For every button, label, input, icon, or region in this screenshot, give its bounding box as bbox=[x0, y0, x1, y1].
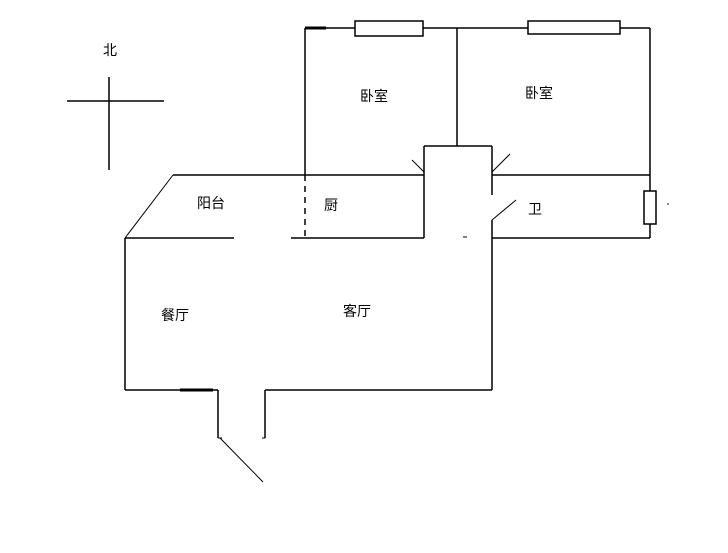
living-dining-walls bbox=[124, 238, 492, 392]
marker-dot bbox=[667, 203, 669, 205]
room-label-bathroom: 卫 bbox=[528, 202, 542, 218]
window-bedroom-east bbox=[527, 20, 621, 35]
room-label-balcony: 阳台 bbox=[197, 196, 225, 212]
bedroom-walls bbox=[304, 26, 651, 238]
room-label-dining-room: 餐厅 bbox=[161, 308, 189, 324]
room-label-bedroom-east: 卧室 bbox=[525, 86, 553, 102]
door-swing-bathroom bbox=[491, 199, 517, 221]
room-label-kitchen: 厨 bbox=[324, 198, 338, 214]
window-bedroom-west bbox=[354, 20, 424, 37]
door-swing-bedroom-east bbox=[491, 153, 511, 173]
north-label: 北 bbox=[103, 43, 117, 59]
corridor-walls bbox=[423, 146, 493, 390]
balcony-kitchen-walls bbox=[124, 174, 424, 239]
room-label-living-room: 客厅 bbox=[343, 304, 371, 320]
bathroom-walls bbox=[492, 174, 650, 239]
door-swing-bedroom-west bbox=[411, 159, 425, 173]
window-bathroom bbox=[643, 190, 657, 225]
entrance-walls bbox=[217, 390, 266, 439]
door-swing-entrance bbox=[219, 437, 264, 483]
room-label-bedroom-west: 卧室 bbox=[360, 89, 388, 105]
compass-icon bbox=[67, 77, 164, 170]
